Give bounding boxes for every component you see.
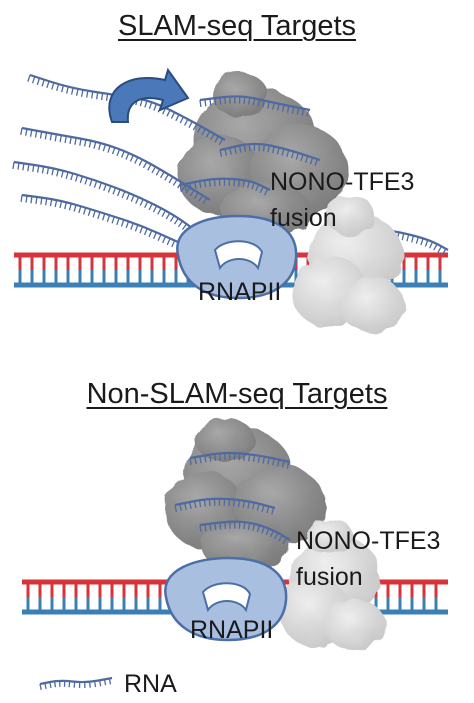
bottom-panel [22,418,448,651]
top-panel [12,67,449,333]
top-rnapii-label: RNAPII [198,278,282,306]
bottom-rnapii-polymerase [164,556,288,642]
bottom-fusion-protein-light [279,519,385,651]
top-fusion-label-line2: fusion [270,204,337,232]
top-panel-title: SLAM-seq Targets [117,10,357,42]
curved-arrow-icon [108,67,190,123]
bottom-panel-title: Non-SLAM-seq Targets [86,378,388,410]
top-rnapii-polymerase [176,214,298,300]
legend-rna-label: RNA [124,670,177,698]
bottom-rnapii-label: RNAPII [190,616,274,644]
legend-rna-icon [39,676,113,691]
top-fusion-protein-light [292,195,404,333]
top-fusion-label-line1: NONO-TFE3 [270,168,415,196]
bottom-rna-strands [174,451,291,545]
bottom-fusion-label-line1: NONO-TFE3 [296,527,441,555]
bottom-fusion-label-line2: fusion [296,563,363,591]
